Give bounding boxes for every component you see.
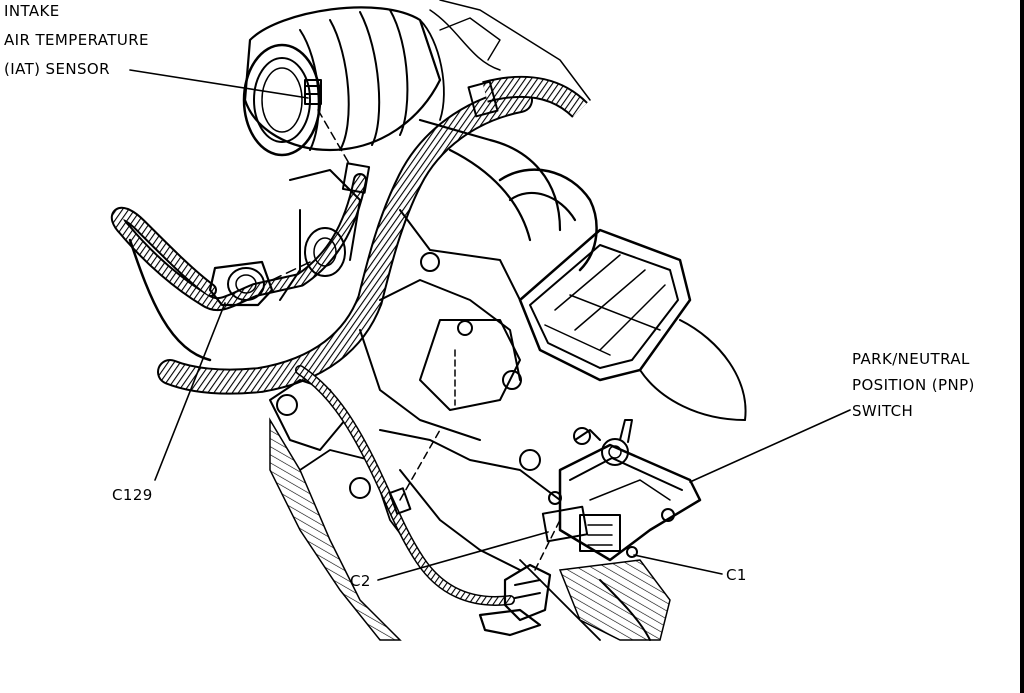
c2-connector [478, 519, 561, 637]
c129-label: C129 [112, 486, 153, 504]
throttle-body [418, 118, 747, 421]
pnp-label-line1: PARK/NEUTRAL [852, 350, 970, 368]
iat-sensor [304, 79, 322, 105]
c129-harness [110, 173, 367, 362]
c129-connector [208, 227, 346, 307]
pnp-label-line2: POSITION (PNP) [852, 376, 975, 394]
frame-border-right [1020, 0, 1024, 693]
pnp-label-line3: SWITCH [852, 402, 913, 420]
pnp-switch [541, 419, 702, 562]
leader-lines [129, 69, 851, 581]
upper-wiring-harness [157, 75, 588, 395]
engine-block [269, 169, 671, 641]
iat-label-line3: (IAT) SENSOR [4, 60, 110, 78]
pnp-harness [295, 365, 515, 606]
pnp-switch-label: PARK/NEUTRAL POSITION (PNP) SWITCH [852, 350, 975, 420]
iat-connector [317, 109, 371, 194]
iat-sensor-label: INTAKE AIR TEMPERATURE (IAT) SENSOR [4, 2, 149, 78]
iat-label-line2: AIR TEMPERATURE [4, 31, 149, 49]
air-intake-duct [242, 0, 591, 157]
c2-label: C2 [350, 572, 371, 590]
iat-label-line1: INTAKE [4, 2, 60, 20]
c1-label: C1 [726, 566, 747, 584]
